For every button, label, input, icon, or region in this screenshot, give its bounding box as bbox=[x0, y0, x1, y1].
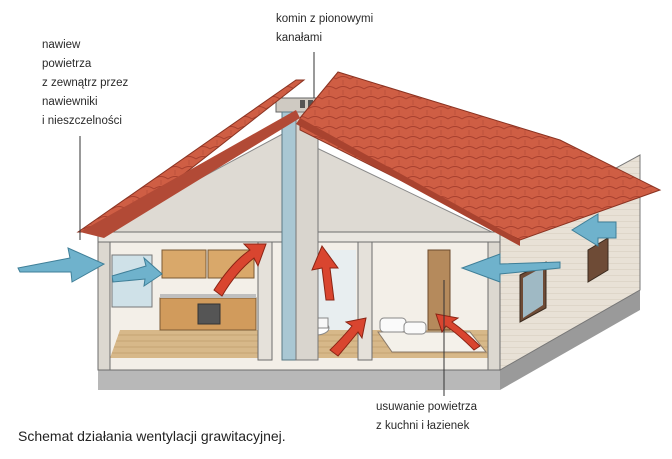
inlet-label: nawiew powietrza z zewnątrz przez nawiew… bbox=[42, 39, 129, 127]
chimney-label: komin z pionowymi kanałami bbox=[276, 13, 374, 44]
fresh-air-arrow-right-top bbox=[571, 213, 617, 247]
exhaust-arrow-chimney bbox=[311, 244, 339, 301]
exhaust-arrow-kitchen bbox=[213, 243, 267, 297]
roof bbox=[76, 71, 662, 246]
leader-lines bbox=[79, 52, 445, 396]
exhaust-arrows bbox=[213, 243, 481, 357]
exhaust-label: usuwanie powietrza z kuchni i łazienek bbox=[376, 401, 478, 432]
exhaust-arrow-bathroom bbox=[329, 317, 367, 357]
fresh-air-arrow-left bbox=[17, 247, 106, 283]
figure-caption: Schemat działania wentylacji grawitacyjn… bbox=[18, 428, 286, 444]
exhaust-arrow-bedroom bbox=[435, 313, 481, 351]
fresh-air-arrows bbox=[17, 213, 617, 288]
chimney bbox=[275, 97, 323, 361]
fresh-air-arrow-left-window bbox=[111, 256, 163, 288]
fresh-air-arrow-right bbox=[460, 253, 561, 283]
